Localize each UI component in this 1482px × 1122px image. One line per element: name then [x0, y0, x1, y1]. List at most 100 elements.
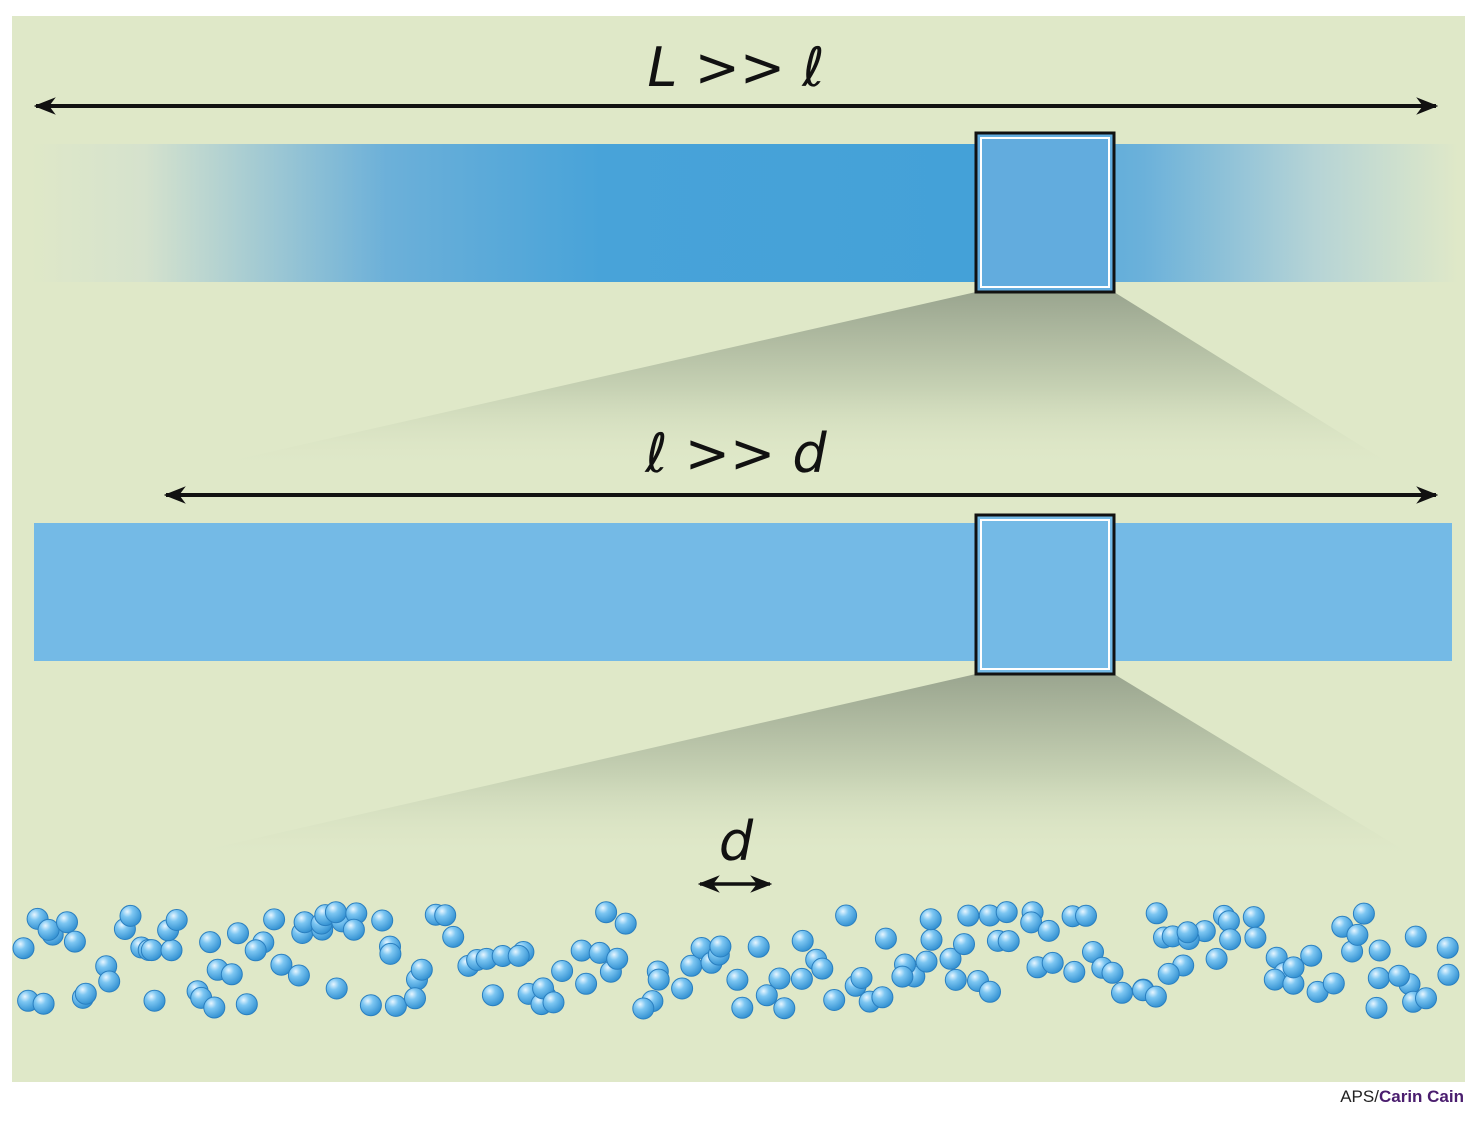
- particle: [98, 970, 121, 993]
- particle: [595, 901, 618, 924]
- particle: [1368, 939, 1391, 962]
- particle: [920, 928, 943, 951]
- particle: [384, 994, 407, 1017]
- particle: [811, 957, 834, 980]
- particle: [939, 947, 962, 970]
- particle: [1242, 906, 1265, 929]
- particle: [1144, 985, 1167, 1008]
- particle: [442, 925, 465, 948]
- particle: [915, 950, 938, 973]
- particle: [632, 997, 655, 1020]
- particle: [1244, 926, 1267, 949]
- top-zoom-box: [974, 131, 1116, 294]
- middle-scale-label: ℓ >> d: [644, 422, 827, 485]
- particle: [410, 958, 433, 981]
- particle: [919, 908, 942, 931]
- particle: [324, 901, 347, 924]
- particle: [850, 967, 873, 989]
- particle: [768, 967, 791, 990]
- particle: [1415, 987, 1437, 1010]
- particle: [1219, 928, 1242, 951]
- particle: [1322, 972, 1345, 995]
- particle: [791, 929, 814, 952]
- particle: [542, 991, 565, 1014]
- middle-band: [34, 523, 1452, 661]
- particle: [244, 939, 267, 962]
- particle: [74, 982, 97, 1005]
- particle: [606, 947, 629, 970]
- particle: [1404, 925, 1427, 948]
- particle: [235, 993, 258, 1016]
- particle: [160, 939, 183, 962]
- particle: [874, 927, 897, 950]
- particle: [199, 931, 222, 954]
- particle: [1436, 936, 1459, 959]
- particle: [165, 909, 188, 931]
- particle: [37, 918, 60, 941]
- credit-prefix: APS/: [1340, 1087, 1379, 1106]
- particle: [957, 904, 980, 927]
- particle: [12, 937, 35, 960]
- particle-layer: [12, 901, 1460, 1020]
- particle: [1282, 956, 1305, 979]
- particle: [140, 939, 163, 962]
- particle: [995, 901, 1018, 924]
- particle: [709, 935, 732, 958]
- particle: [404, 987, 426, 1010]
- middle-zoom-box-inner: [980, 519, 1110, 670]
- particle: [1037, 919, 1060, 942]
- particle: [1205, 947, 1228, 970]
- particle: [1111, 981, 1133, 1004]
- particle: [220, 963, 243, 986]
- particle: [342, 918, 365, 941]
- particle: [575, 972, 598, 995]
- particle: [1346, 923, 1369, 946]
- particle: [823, 989, 846, 1011]
- particle: [325, 977, 348, 1000]
- particle: [63, 930, 86, 953]
- particle: [481, 984, 504, 1007]
- particle: [203, 996, 226, 1019]
- particle: [614, 912, 637, 935]
- particle: [434, 904, 457, 927]
- particle: [270, 953, 293, 976]
- particle: [835, 904, 858, 927]
- particle: [1157, 962, 1180, 985]
- particle: [56, 911, 78, 934]
- particle: [1020, 911, 1043, 934]
- particle: [287, 964, 310, 987]
- particle: [671, 977, 694, 1000]
- particle: [773, 997, 796, 1020]
- particle: [551, 960, 574, 982]
- particle: [747, 935, 770, 958]
- image-credit: APS/Carin Cain: [1340, 1087, 1464, 1107]
- particle: [1300, 944, 1323, 967]
- particle: [1263, 968, 1286, 991]
- particle-spacing-label: d: [719, 810, 754, 873]
- particle: [1063, 960, 1086, 983]
- particle: [507, 944, 530, 967]
- particle: [953, 933, 975, 956]
- particle: [1367, 967, 1390, 990]
- particle: [1145, 902, 1168, 925]
- particle: [1365, 996, 1388, 1019]
- zoom-cone-1: [190, 292, 1400, 470]
- particle: [227, 922, 249, 945]
- top-zoom-box-inner: [980, 137, 1110, 288]
- particle: [1075, 904, 1097, 927]
- particle: [143, 989, 166, 1012]
- particle: [944, 968, 967, 991]
- particle: [891, 965, 914, 988]
- particle: [1352, 902, 1375, 925]
- particle: [119, 904, 142, 927]
- particle: [1041, 951, 1064, 974]
- particle: [359, 994, 382, 1017]
- particle: [32, 992, 55, 1015]
- particle: [647, 968, 670, 991]
- particle: [997, 930, 1020, 953]
- credit-author: Carin Cain: [1378, 1087, 1464, 1106]
- middle-zoom-box: [974, 513, 1116, 676]
- particle: [1387, 964, 1410, 987]
- particle: [871, 986, 894, 1009]
